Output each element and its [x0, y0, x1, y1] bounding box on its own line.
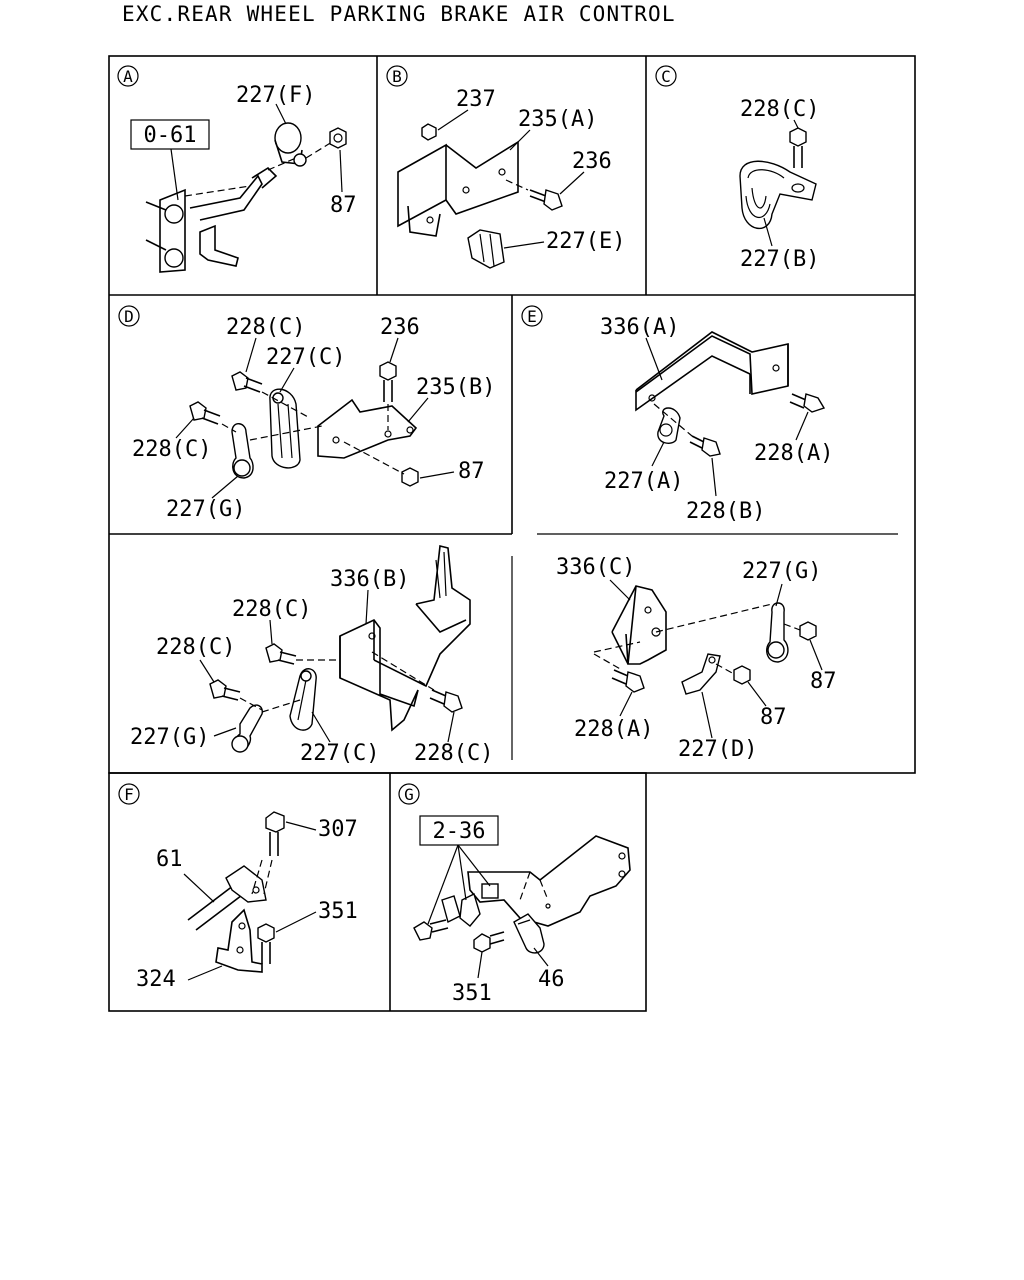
panel-letter-g: G: [398, 783, 420, 805]
panel-letter-f: F: [118, 783, 140, 805]
panel-e: E 336(A) 228(A) 227(A) 228(B): [521, 305, 833, 524]
part-label: D: [124, 307, 134, 326]
part-label: C: [661, 67, 671, 86]
clamp-227b: [739, 160, 817, 230]
part-label: 228(C): [414, 741, 493, 766]
part-label: 227(F): [236, 83, 315, 108]
page-title: EXC.REAR WHEEL PARKING BRAKE AIR CONTROL: [122, 2, 676, 26]
part-label: 87: [458, 459, 485, 484]
panel-e2: 336(B) 228(C) 228(C) 227(G) 227(C) 228(C…: [130, 545, 493, 766]
bolt-236: [529, 189, 563, 211]
clip-227e: [467, 229, 505, 269]
panel-letter-c: C: [655, 65, 677, 87]
panel-e3: 336(C) 227(G) 87 87 228(A) 227(D): [556, 555, 837, 762]
part-label: 351: [318, 899, 358, 924]
panel-b: B 237 235(A) 236 227(E): [386, 65, 625, 269]
part-label: 237: [456, 87, 496, 112]
panel-frames: [108, 55, 916, 1012]
part-label: 87: [810, 669, 837, 694]
panel-letter-d: D: [118, 305, 140, 327]
part-label: 228(C): [156, 635, 235, 660]
ref-box-2-36: 2-36: [419, 815, 499, 846]
panel-letter-e: E: [521, 305, 543, 327]
part-label: 236: [380, 315, 420, 340]
part-label: 227(E): [546, 229, 625, 254]
part-label: A: [123, 67, 133, 86]
part-label: 227(C): [300, 741, 379, 766]
part-label: 46: [538, 967, 565, 992]
part-label: G: [404, 785, 414, 804]
nut-87: [329, 127, 347, 149]
part-label: 324: [136, 967, 176, 992]
part-label: 228(A): [754, 441, 833, 466]
part-label: 61: [156, 847, 183, 872]
part-label: 336(A): [600, 315, 679, 340]
panel-g: G 2-36 351 46: [398, 783, 631, 1006]
part-label: 227(G): [130, 725, 209, 750]
ref-box-0-61: 0-61: [130, 119, 210, 150]
part-label: 228(A): [574, 717, 653, 742]
part-label: 228(C): [226, 315, 305, 340]
panel-a: A 0-61 227(F) 87: [117, 65, 357, 273]
part-label: 336(C): [556, 555, 635, 580]
part-label: 235(B): [416, 375, 495, 400]
part-label: 228(C): [232, 597, 311, 622]
part-label: 227(B): [740, 247, 819, 272]
part-label: 0-61: [144, 123, 197, 148]
part-label: 336(B): [330, 567, 409, 592]
part-label: 351: [452, 981, 492, 1006]
part-label: 2-36: [433, 819, 486, 844]
part-label: 227(G): [742, 559, 821, 584]
panel-letter-b: B: [386, 65, 408, 87]
part-label: 307: [318, 817, 358, 842]
part-label: 227(A): [604, 469, 683, 494]
part-label: 236: [572, 149, 612, 174]
part-label: 227(C): [266, 345, 345, 370]
part-label: F: [124, 785, 134, 804]
panel-c: C 228(C) 227(B): [655, 65, 819, 272]
part-label: 87: [330, 193, 357, 218]
part-label: 87: [760, 705, 787, 730]
part-label: 227(G): [166, 497, 245, 522]
part-label: 228(B): [686, 499, 765, 524]
panel-f: F 307 61 351 324: [118, 783, 358, 992]
part-label: B: [392, 67, 402, 86]
part-label: E: [527, 307, 537, 326]
part-label: 228(C): [740, 97, 819, 122]
panel-d: D 228(C) 227(C): [118, 305, 495, 522]
clamp-227f: [274, 122, 307, 167]
panel-letter-a: A: [117, 65, 139, 87]
part-label: 235(A): [518, 107, 597, 132]
part-label: 227(D): [678, 737, 757, 762]
part-label: 228(C): [132, 437, 211, 462]
